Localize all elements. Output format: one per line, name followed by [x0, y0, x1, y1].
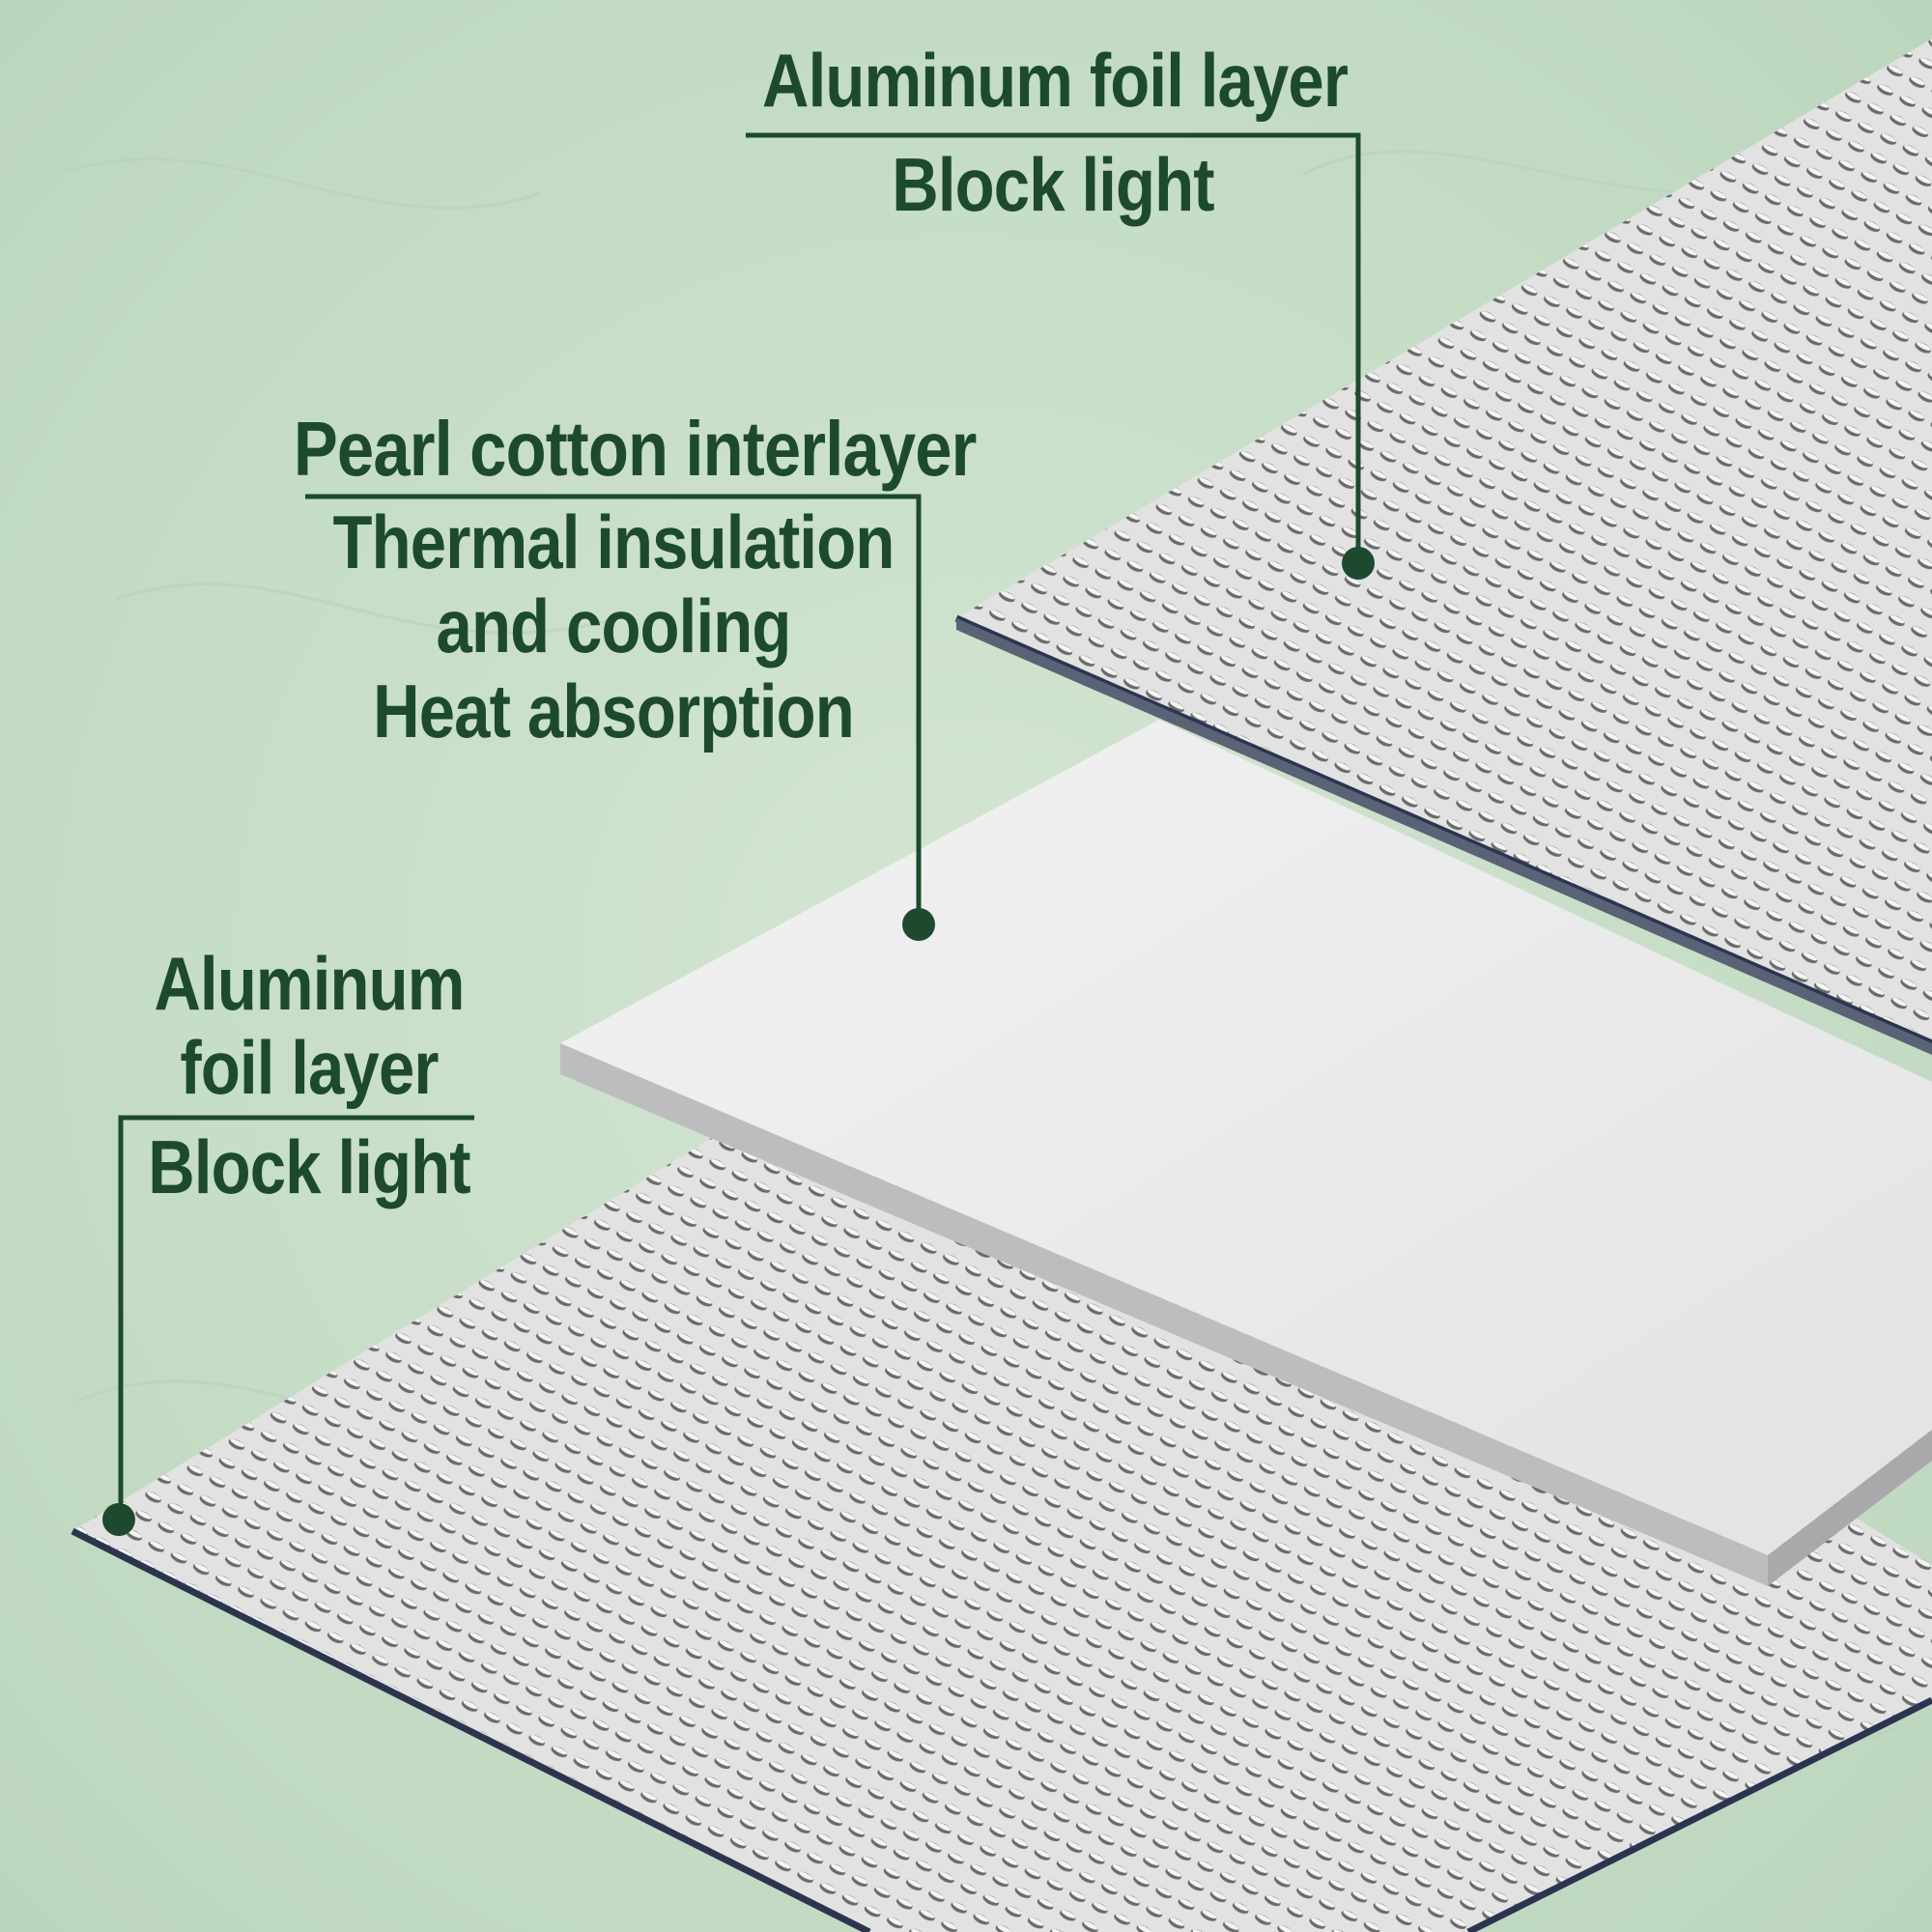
- middle-layer-line-1: Thermal insulation: [332, 499, 895, 584]
- leader-middle: [305, 494, 922, 924]
- leader-top: [746, 132, 1361, 563]
- middle-layer-description: Thermal insulation and cooling Heat abso…: [294, 499, 933, 753]
- middle-layer-title: Pearl cotton interlayer: [293, 406, 978, 492]
- middle-layer-line-2: and cooling: [436, 583, 792, 669]
- middle-layer-line-3: Heat absorption: [373, 668, 855, 753]
- anchor-dot-middle: [902, 908, 935, 941]
- bottom-layer-title: Aluminum foil layer: [134, 941, 483, 1111]
- anchor-dot-top: [1342, 547, 1375, 580]
- bottom-layer-subtitle: Block light: [148, 1124, 470, 1209]
- bottom-layer-title-line-2: foil layer: [180, 1025, 439, 1111]
- leader-bottom: [118, 1115, 474, 1519]
- bottom-foil-layer: [71, 976, 1932, 1932]
- anchor-dot-bottom: [102, 1503, 135, 1536]
- top-foil-layer: [954, 39, 1932, 1055]
- top-layer-title: Aluminum foil layer: [762, 38, 1349, 123]
- bottom-layer-title-line-1: Aluminum: [154, 941, 465, 1026]
- top-layer-subtitle: Block light: [892, 142, 1214, 227]
